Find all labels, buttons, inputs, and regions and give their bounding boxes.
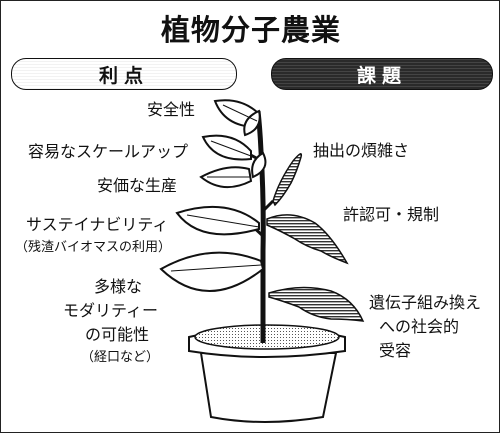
leaf-top-right xyxy=(243,109,261,137)
merit-modality-line3: の可能性 xyxy=(85,325,150,344)
leaf-scale xyxy=(201,134,252,161)
diagram-title: 植物分子農業 xyxy=(160,13,341,47)
leaf-small xyxy=(251,151,267,179)
leaf-modality xyxy=(159,251,265,292)
issue-acceptance-line1: 遺伝子組み換え xyxy=(369,293,482,312)
leaf-extraction xyxy=(272,153,303,207)
merits-header: 利点 xyxy=(11,58,237,90)
merit-sustainability: サステイナビリティ xyxy=(26,215,169,234)
merit-sustainability-note: （残渣バイオマスの利用） xyxy=(15,240,172,255)
issue-acceptance-line3: 受容 xyxy=(379,341,412,360)
leaf-acceptance xyxy=(268,286,365,322)
issues-header: 課題 xyxy=(271,58,493,90)
leaf-approval xyxy=(266,214,349,265)
merit-modality-line1: 多様な xyxy=(94,277,143,296)
merit-cheap-production: 安価な生産 xyxy=(97,176,178,195)
merit-safety: 安全性 xyxy=(147,100,196,119)
merit-modality-line2: モダリティー xyxy=(63,301,159,320)
merits-header-label: 利点 xyxy=(98,64,149,87)
issue-approval: 許認可・規制 xyxy=(343,205,440,224)
issue-extraction: 抽出の煩雑さ xyxy=(313,141,410,160)
issue-acceptance-line2: への社会的 xyxy=(379,317,460,336)
withered-leaves xyxy=(266,153,365,322)
flower-pot xyxy=(188,324,346,423)
merit-scale-up: 容易なスケールアップ xyxy=(28,142,189,161)
merit-modality-note: （経口など） xyxy=(81,350,160,365)
issues-header-label: 課題 xyxy=(356,64,407,87)
